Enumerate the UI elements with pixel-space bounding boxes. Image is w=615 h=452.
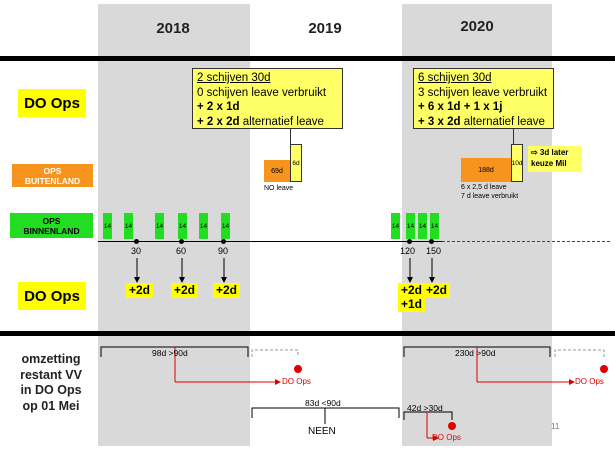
year-header-2020: 2020: [460, 18, 494, 35]
callout-2019: 2 schijven 30d 0 schijven leave verbruik…: [192, 68, 343, 129]
ops-buitenland-line2: BUITENLAND: [24, 175, 81, 186]
timeline-solid: [98, 241, 442, 242]
bracket-2019-label: 83d <90d: [305, 398, 341, 408]
do-ops-arrow-label-2020-small: DO Ops: [432, 433, 461, 442]
row-label-do-ops-top: DO Ops: [18, 89, 86, 117]
callout-2019-pointer: [290, 128, 291, 150]
tick-label-60: 60: [176, 246, 187, 256]
plus-tag-120-extra: +1d: [398, 297, 426, 312]
binnenland-block-2018-5: 14: [199, 213, 208, 239]
bracket-2020-label: 230d >90d: [455, 348, 496, 358]
tick-dot-120: [407, 239, 412, 244]
tick-dot-90: [221, 239, 226, 244]
buitenland-2020-note-line1: 6 x 2,5 d leave: [461, 184, 507, 191]
tick-label-120: 120: [400, 246, 416, 256]
callout-2020-line3: + 6 x 1d + 1 x 1j: [418, 101, 503, 113]
buitenland-2020-note-line2: 7 d leave verbruikt: [461, 193, 519, 200]
tick-dot-150: [429, 239, 434, 244]
year-header-2018: 2018: [156, 20, 190, 37]
binnenland-block-2018-3: 14: [155, 213, 164, 239]
binnenland-block-2018-2: 14: [124, 213, 133, 239]
callout-2019-line4-rest: alternatief leave: [239, 115, 324, 128]
callout-2020-line2: 3 schijven leave verbruikt: [418, 86, 548, 99]
row-label-do-ops-bottom: DO Ops: [18, 282, 86, 310]
red-dot-2021: [600, 365, 608, 373]
bracket-2020-small: [403, 411, 453, 420]
callout-2019-line4-bold: + 2 x 2d: [197, 115, 240, 128]
plus-tag-90: +2d: [213, 283, 241, 298]
binnenland-block-2020-2: 14: [406, 213, 415, 239]
plus-tag-60: +2d: [171, 283, 199, 298]
callout-2019-line2: 0 schijven leave verbruikt: [197, 86, 327, 99]
neen-label: NEEN: [308, 426, 336, 437]
later-keuze-box: ⇨ 3d later keuze Mil: [528, 146, 582, 172]
bracket-2018-label: 98d >90d: [152, 348, 188, 358]
binnenland-block-2018-4: 14: [178, 213, 187, 239]
callout-2019-line3: + 2 x 1d: [197, 101, 240, 113]
later-line2: keuze Mil: [531, 159, 567, 168]
buitenland-2020-block: 188d: [461, 158, 511, 182]
omzetting-line4: op 01 Mei: [22, 398, 80, 413]
callout-2020: 6 schijven 30d 3 schijven leave verbruik…: [413, 68, 554, 129]
year-header-2019: 2019: [308, 20, 342, 37]
binnenland-block-2020-4: 14: [430, 213, 439, 239]
plus-tag-150: +2d: [423, 283, 451, 298]
callout-2020-pointer: [513, 128, 514, 146]
timeline-dashed: [442, 241, 610, 242]
buitenland-2019-leave-block: 6d: [290, 144, 302, 182]
row-label-ops-buitenland: OPS BUITENLAND: [12, 164, 93, 187]
tick-label-30: 30: [131, 246, 142, 256]
tick-dot-30: [134, 239, 139, 244]
tick-dot-60: [179, 239, 184, 244]
do-ops-arrow-label-2020: DO Ops: [575, 377, 604, 386]
page-number: 11: [551, 422, 560, 431]
bracket-2020-small-label: 42d >30d: [407, 403, 443, 413]
binnenland-block-2018-6: 14: [221, 213, 230, 239]
plus-tag-120: +2d: [398, 283, 426, 298]
tick-label-90: 90: [218, 246, 229, 256]
red-dot-2019: [294, 365, 302, 373]
callout-2019-line1: 2 schijven 30d: [197, 72, 271, 84]
buitenland-2019-block: 69d: [264, 160, 290, 182]
ops-buitenland-line1: OPS: [43, 165, 62, 176]
omzetting-label: omzetting restant VV in DO Ops op 01 Mei: [8, 352, 94, 414]
buitenland-2020-leave-block: 10d: [511, 144, 523, 182]
do-ops-arrow-label-2018: DO Ops: [282, 377, 311, 386]
callout-2020-line4-bold: + 3 x 2d: [418, 115, 461, 128]
bottom-separator: [0, 331, 615, 336]
ops-binnenland-line2: BINNENLAND: [23, 225, 80, 236]
callout-2020-line4-rest: alternatief leave: [460, 115, 545, 128]
tick-label-150: 150: [426, 246, 442, 256]
omzetting-line1: omzetting: [21, 352, 81, 366]
ops-binnenland-line1: OPS: [42, 215, 61, 226]
callout-2019-line4: + 2 x 2d alternatief leave: [197, 115, 338, 130]
red-dot-2020-small: [448, 422, 456, 430]
binnenland-block-2020-3: 14: [418, 213, 427, 239]
bracket-2021-dashed: [554, 349, 605, 357]
callout-2020-line4: + 3 x 2d alternatief leave: [418, 115, 549, 130]
omzetting-line2: restant VV: [20, 367, 82, 382]
binnenland-block-2018-1: 14: [103, 213, 112, 239]
binnenland-block-2020-1: 14: [391, 213, 400, 239]
top-separator: [0, 56, 615, 61]
bracket-2019-dashed: [251, 349, 299, 357]
plus-tag-30: +2d: [126, 283, 154, 298]
omzetting-line3: in DO Ops: [20, 383, 82, 397]
callout-2020-line1: 6 schijven 30d: [418, 72, 492, 84]
buitenland-2019-note: NO leave: [264, 185, 294, 192]
later-line1: ⇨ 3d later: [531, 148, 569, 157]
row-label-ops-binnenland: OPS BINNENLAND: [10, 213, 93, 238]
